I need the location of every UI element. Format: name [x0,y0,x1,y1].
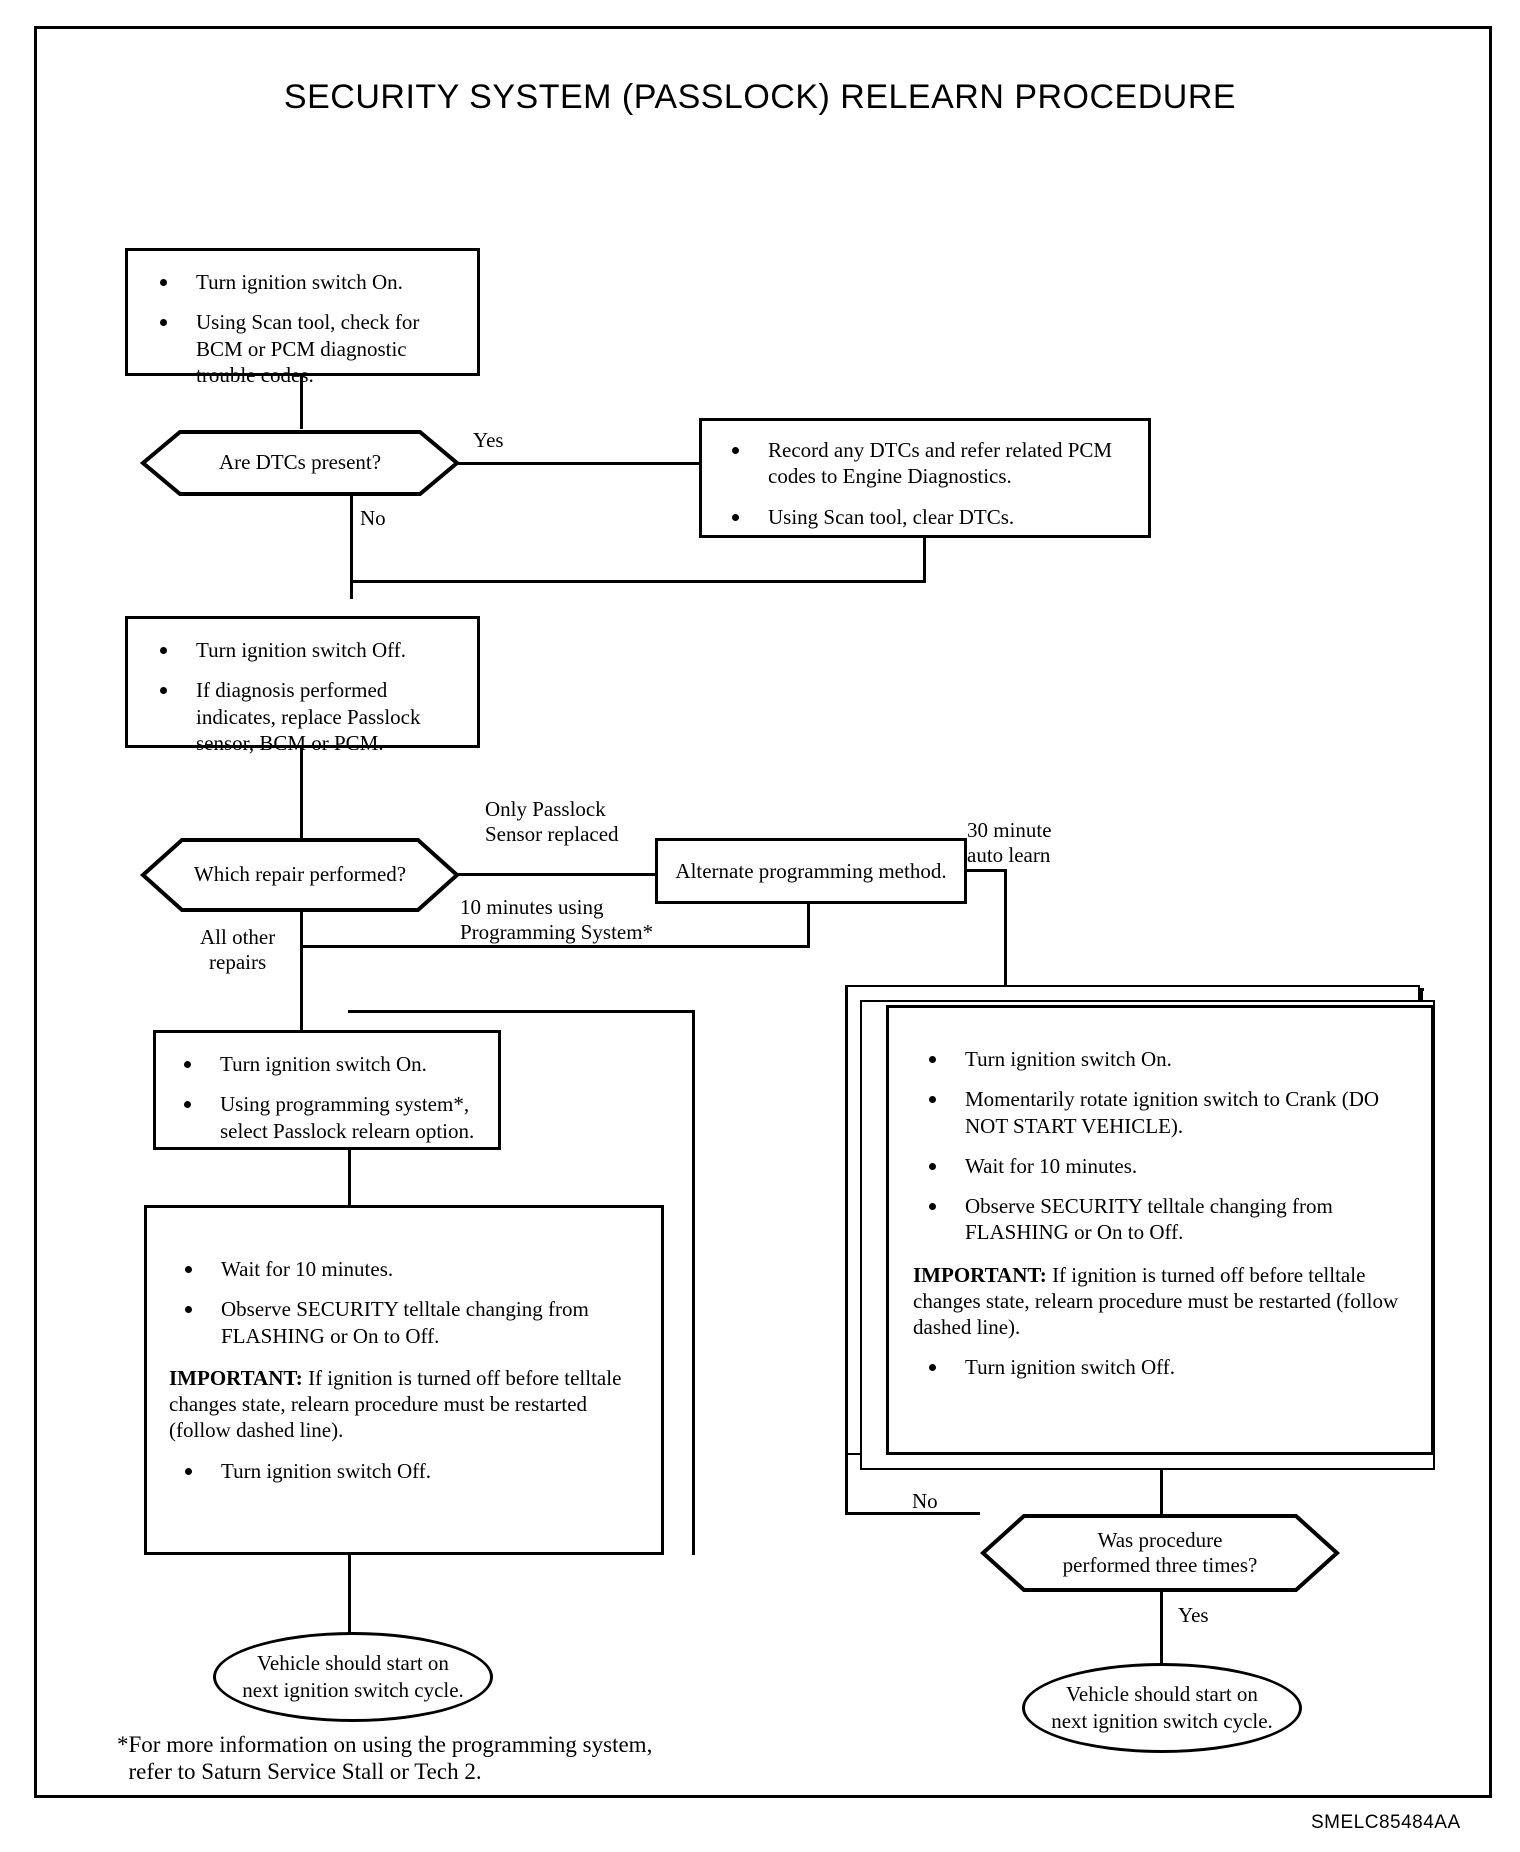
node-right-auto-box: Turn ignition switch On. Momentarily rot… [886,1005,1434,1455]
list-item: Turn ignition switch Off. [913,1354,1407,1380]
node-start-box: Turn ignition switch On. Using Scan tool… [125,248,480,387]
alternate-method-label: Alternate programming method. [675,858,947,883]
dtc-yes-box-list: Record any DTCs and refer related PCM co… [716,437,1134,530]
node-left-wait-box: Wait for 10 minutes. Observe SECURITY te… [144,1205,664,1555]
list-item: Turn ignition switch On. [168,1051,486,1077]
connector-all-other-repairs [300,910,303,1030]
connector-rightauto-to-decision [1160,1455,1163,1515]
left-wait-box-list-bottom: Turn ignition switch Off. [169,1458,639,1484]
connector-leftwait-to-oval [348,1555,351,1633]
edge-label-dtc-yes: Yes [473,428,504,452]
connector-start-to-dtc [300,376,303,429]
important-text: If ignition is turned off before telltal… [169,1365,622,1443]
connector-dtc-yes [455,462,700,465]
connector-autolearn-vert [1004,869,1007,991]
node-left-end-oval: Vehicle should start on next ignition sw… [213,1632,493,1722]
connector-right-restart-bottom [845,1512,980,1515]
list-item: Wait for 10 minutes. [169,1256,639,1282]
corner-code: SMELC85484AA [1311,1812,1461,1833]
node-dtc-yes-box: Record any DTCs and refer related PCM co… [699,418,1151,538]
connector-dtc-no [350,494,353,599]
connector-ignitionoff-to-repair [300,748,303,838]
node-alternate-method-box: Alternate programming method. [655,838,967,904]
footnote-line-2: refer to Saturn Service Stall or Tech 2. [117,1759,482,1784]
edge-label-ten-minutes: 10 minutes using Programming System* [460,895,654,945]
ignition-off-box-list: Turn ignition switch Off. If diagnosis p… [144,637,461,756]
important-label: IMPORTANT: [169,1365,303,1390]
node-left-prog-box: Turn ignition switch On. Using programmi… [153,1030,501,1150]
left-wait-box-list-top: Wait for 10 minutes. Observe SECURITY te… [169,1256,639,1349]
important-label: IMPORTANT: [913,1262,1047,1287]
list-item: Turn ignition switch On. [144,269,461,295]
list-item: Momentarily rotate ignition switch to Cr… [913,1086,1407,1139]
connector-left-restart-vert [692,1010,695,1555]
list-item: Wait for 10 minutes. [913,1153,1407,1179]
connector-dtc-return-vert [923,538,926,582]
important-text: If ignition is turned off before telltal… [913,1262,1399,1340]
connector-right-restart-vert [845,985,848,1515]
edge-label-only-passlock: Only Passlock Sensor replaced [485,797,619,847]
start-box-list: Turn ignition switch On. Using Scan tool… [144,269,461,388]
node-ignition-off-box: Turn ignition switch Off. If diagnosis p… [125,616,480,755]
list-item: Using Scan tool, clear DTCs. [716,504,1134,530]
node-three-times-decision: Was procedure performed three times? [980,1512,1340,1594]
edge-label-three-times-no: No [912,1489,938,1513]
footnote-line-1: *For more information on using the progr… [117,1732,653,1757]
node-right-end-oval: Vehicle should start on next ignition sw… [1022,1663,1302,1753]
page-title: SECURITY SYSTEM (PASSLOCK) RELEARN PROCE… [283,78,1237,116]
list-item: If diagnosis performed indicates, replac… [144,677,461,756]
connector-autolearn-horz [967,869,1007,872]
connector-leftprog-to-wait [348,1150,351,1207]
node-dtc-decision: Are DTCs present? [140,428,460,498]
list-item: Observe SECURITY telltale changing from … [913,1193,1407,1246]
node-repair-decision: Which repair performed? [140,836,460,914]
list-item: Turn ignition switch Off. [144,637,461,663]
right-auto-box-list-top: Turn ignition switch On. Momentarily rot… [913,1046,1407,1246]
list-item: Using Scan tool, check for BCM or PCM di… [144,309,461,388]
right-auto-box-list-bottom: Turn ignition switch Off. [913,1354,1407,1380]
left-prog-box-list: Turn ignition switch On. Using programmi… [168,1051,486,1144]
connector-tenmin-horz [300,945,810,948]
edge-label-dtc-no: No [360,506,386,530]
right-auto-important: IMPORTANT: If ignition is turned off bef… [913,1262,1407,1341]
edge-label-three-times-yes: Yes [1178,1603,1209,1627]
list-item: Using programming system*, select Passlo… [168,1091,486,1144]
edge-label-thirty-minute: 30 minute auto learn [967,818,1052,868]
connector-tenmin-vert [807,904,810,947]
left-wait-important: IMPORTANT: If ignition is turned off bef… [169,1365,639,1444]
edge-label-all-other: All other repairs [200,925,276,975]
connector-left-restart-top [348,1010,694,1013]
connector-dtc-return-horz [350,580,926,583]
list-item: Turn ignition switch Off. [169,1458,639,1484]
list-item: Observe SECURITY telltale changing from … [169,1296,639,1349]
list-item: Turn ignition switch On. [913,1046,1407,1072]
connector-repair-passlock [455,873,655,876]
connector-threetimes-yes [1160,1592,1163,1665]
list-item: Record any DTCs and refer related PCM co… [716,437,1134,490]
page-border [34,26,1492,1798]
